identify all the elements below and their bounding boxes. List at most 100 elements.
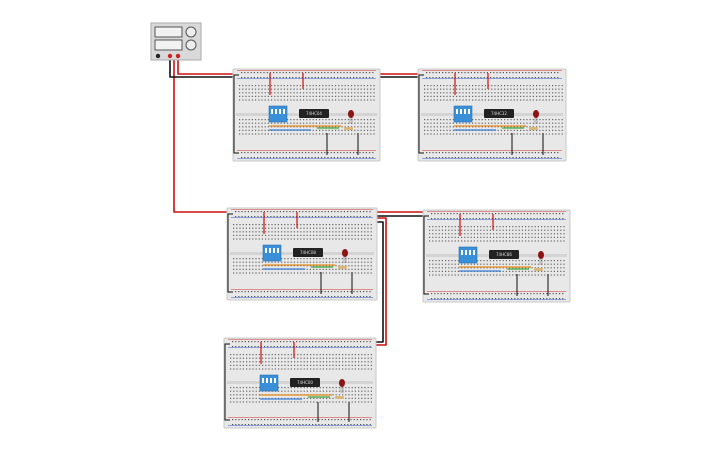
- rail-hole: [507, 298, 509, 300]
- strip-hole: [239, 238, 241, 240]
- breadboard[interactable]: 74HC00: [223, 337, 377, 429]
- strip-hole: [433, 126, 435, 128]
- strip-hole: [560, 236, 562, 238]
- strip-hole: [370, 354, 372, 356]
- breadboard[interactable]: 74HC04: [232, 68, 381, 162]
- strip-hole: [252, 268, 254, 270]
- dip-switch[interactable]: [453, 105, 473, 123]
- strip-hole: [242, 95, 244, 97]
- dip-switch-toggle[interactable]: [468, 109, 470, 114]
- strip-hole: [561, 88, 563, 90]
- strip-hole: [545, 122, 547, 124]
- strip-hole: [345, 394, 347, 396]
- strip-hole: [367, 401, 369, 403]
- strip-hole: [278, 390, 280, 392]
- ground-loop-wire[interactable]: [224, 343, 230, 421]
- strip-hole: [467, 226, 469, 228]
- ground-loop-wire[interactable]: [233, 74, 239, 154]
- strip-hole: [332, 238, 334, 240]
- strip-hole: [313, 357, 315, 359]
- strip-hole: [536, 119, 538, 121]
- dip-switch[interactable]: [262, 244, 282, 262]
- breadboard[interactable]: 74HC08: [226, 207, 378, 301]
- dip-switch-toggle[interactable]: [464, 109, 466, 114]
- strip-hole: [500, 129, 502, 131]
- rail-hole: [235, 296, 237, 298]
- ground-loop-wire[interactable]: [423, 215, 429, 295]
- strip-hole: [525, 229, 527, 231]
- red-wire[interactable]: [173, 58, 232, 213]
- strip-hole: [553, 233, 555, 235]
- dip-switch-toggle[interactable]: [473, 250, 475, 255]
- dip-switch-toggle[interactable]: [275, 109, 277, 114]
- strip-hole: [480, 263, 482, 265]
- strip-hole: [322, 234, 324, 236]
- strip-hole: [496, 233, 498, 235]
- rail-hole: [467, 72, 469, 74]
- red-wire[interactable]: [177, 58, 237, 75]
- dip-switch-toggle[interactable]: [266, 378, 268, 383]
- rail-hole: [466, 298, 468, 300]
- dip-switch-toggle[interactable]: [271, 109, 273, 114]
- strip-hole: [483, 240, 485, 242]
- strip-hole: [446, 88, 448, 90]
- dip-switch-toggle[interactable]: [270, 378, 272, 383]
- terminal-icon[interactable]: [167, 53, 173, 59]
- strip-hole: [271, 88, 273, 90]
- black-wire[interactable]: [372, 221, 384, 343]
- breadboard[interactable]: 74HC86: [422, 209, 571, 303]
- knob-icon[interactable]: [185, 39, 197, 51]
- strip-hole: [265, 234, 267, 236]
- rail-hole: [349, 77, 351, 79]
- rail-hole: [432, 72, 434, 74]
- strip-hole: [274, 231, 276, 233]
- dip-switch[interactable]: [259, 374, 279, 392]
- strip-hole: [322, 133, 324, 135]
- terminal-icon[interactable]: [175, 53, 181, 59]
- rail-hole: [299, 216, 301, 218]
- terminal-icon[interactable]: [155, 53, 161, 59]
- strip-hole: [436, 119, 438, 121]
- dip-switch-toggle[interactable]: [274, 378, 276, 383]
- power-supply[interactable]: [150, 22, 202, 61]
- knob-icon[interactable]: [185, 26, 197, 38]
- breadboard[interactable]: 74HC32: [417, 68, 567, 162]
- ground-loop-wire[interactable]: [418, 74, 424, 154]
- strip-hole: [299, 122, 301, 124]
- dip-switch-toggle[interactable]: [469, 250, 471, 255]
- strip-hole: [357, 272, 359, 274]
- strip-hole: [502, 236, 504, 238]
- strip-hole: [516, 88, 518, 90]
- dip-switch[interactable]: [268, 105, 288, 123]
- dip-switch-toggle[interactable]: [460, 109, 462, 114]
- dip-switch-toggle[interactable]: [279, 109, 281, 114]
- dip-switch-toggle[interactable]: [461, 250, 463, 255]
- strip-hole: [370, 85, 372, 87]
- strip-hole: [544, 260, 546, 262]
- dip-switch[interactable]: [458, 246, 478, 264]
- strip-hole: [322, 401, 324, 403]
- dip-switch-toggle[interactable]: [465, 250, 467, 255]
- strip-hole: [424, 88, 426, 90]
- dip-switch-toggle[interactable]: [283, 109, 285, 114]
- dip-switch-toggle[interactable]: [262, 378, 264, 383]
- dip-switch-toggle[interactable]: [273, 248, 275, 253]
- strip-hole: [258, 99, 260, 101]
- dip-switch-toggle[interactable]: [277, 248, 279, 253]
- red-wire[interactable]: [372, 217, 387, 346]
- strip-hole: [427, 99, 429, 101]
- ground-loop-wire[interactable]: [227, 213, 233, 293]
- strip-hole: [361, 272, 363, 274]
- dip-switch-toggle[interactable]: [456, 109, 458, 114]
- ic-chip-label: 74HC00: [297, 380, 313, 385]
- strip-hole: [351, 126, 353, 128]
- strip-hole: [242, 126, 244, 128]
- rail-hole: [283, 211, 285, 213]
- rail-hole: [562, 213, 564, 215]
- strip-hole: [255, 357, 257, 359]
- rail-hole: [235, 341, 237, 343]
- rail-hole: [292, 296, 294, 298]
- dip-switch-toggle[interactable]: [269, 248, 271, 253]
- dip-switch-toggle[interactable]: [265, 248, 267, 253]
- strip-hole: [529, 99, 531, 101]
